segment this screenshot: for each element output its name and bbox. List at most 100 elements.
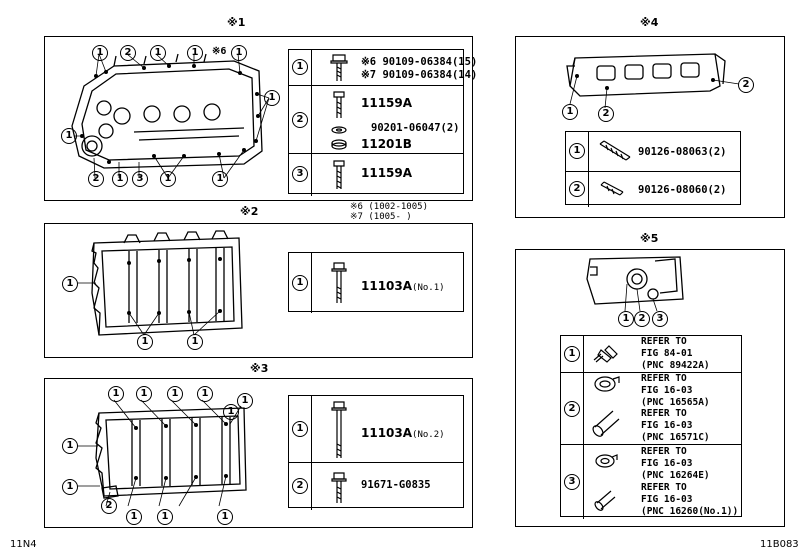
legend-row-1: 1 11103A(No.1) [289, 253, 463, 313]
parts-legend-panel5: 1 REFER TO FIG 84-01 (PNC 89422A) 2 REFE… [560, 335, 742, 519]
callout: 1 [167, 386, 183, 402]
callout: 1 [212, 171, 228, 187]
callout: 1 [126, 509, 142, 525]
callout: 2 [101, 498, 117, 514]
bolt-icon [331, 262, 347, 303]
reference-text: REFER TO FIG 16-03 (PNC 16264E) [641, 446, 710, 481]
panel5-title: ※5 [640, 232, 659, 245]
panel2-title: ※2 [240, 205, 259, 218]
part-number: ※7 90109-06384(14) [361, 69, 478, 81]
reference-text: REFER TO FIG 16-03 (PNC 16565A) [641, 373, 710, 408]
legend-number: 2 [292, 478, 308, 494]
callout: 1 [217, 509, 233, 525]
legend-number: 2 [292, 112, 308, 128]
legend-row-2: 2 11159A 90201-06047(2) 11201B [289, 85, 463, 154]
footer-right-code: 11B083 [760, 539, 799, 550]
model-note: ※7 (1005- ) [350, 212, 412, 222]
legend-number: 1 [564, 346, 580, 362]
callout: 1 [187, 45, 203, 61]
head-end-drawing [586, 256, 684, 312]
legend-row-3: 3 11159A [289, 153, 463, 196]
callout: 1 [137, 334, 153, 350]
part-suffix: (No.2) [412, 430, 445, 440]
panel-cylinder-head [44, 223, 473, 358]
part-number: 90201-06047(2) [371, 122, 460, 134]
callout: 1 [237, 393, 253, 409]
long-bolt-icon [331, 401, 347, 458]
callout: 1 [136, 386, 152, 402]
legend-row-1: 1 ※6 90109-06384(15) ※7 90109-06384(14) [289, 50, 477, 85]
part-number: 11159A [361, 96, 413, 110]
legend-row-3: 3 REFER TO FIG 16-03 (PNC 16264E) REFER … [561, 444, 741, 519]
legend-row-1: 1 90126-08063(2) [566, 132, 740, 171]
parts-legend-panel2: 1 11103A(No.1) [288, 252, 464, 313]
part-number: 90126-08060(2) [638, 184, 727, 196]
callout: 1 [62, 479, 78, 495]
bolt-icon [330, 54, 348, 81]
callout: 2 [598, 106, 614, 122]
callout: 3 [652, 311, 668, 327]
callout: 2 [738, 77, 754, 93]
bolt-icon [331, 472, 347, 503]
legend-row-1: 1 REFER TO FIG 84-01 (PNC 89422A) [561, 336, 741, 372]
cylinder-head-drawing [78, 230, 243, 336]
legend-number: 1 [292, 421, 308, 437]
callout: 1 [92, 45, 108, 61]
bolt-washer-nut-icon [331, 91, 347, 150]
legend-number: 1 [569, 143, 585, 159]
legend-number: 1 [292, 275, 308, 291]
stud-bolt-icon [599, 140, 631, 161]
parts-legend-panel1: 1 ※6 90109-06384(15) ※7 90109-06384(14) … [288, 49, 477, 196]
part-entry: 11103A(No.2) [361, 422, 445, 441]
model-note: ※6 (1002-1005) [350, 202, 428, 212]
legend-number: 2 [569, 181, 585, 197]
callout: 1 [264, 90, 280, 106]
callout: 2 [88, 171, 104, 187]
panel-cylinder-head-cover [44, 36, 473, 201]
callout: 1 [112, 171, 128, 187]
temperature-sensor-icon [593, 345, 618, 363]
legend-number: 3 [564, 474, 580, 490]
callout: 1 [61, 128, 77, 144]
callout: 3 [132, 171, 148, 187]
part-number: 11103A [361, 426, 413, 440]
manifold-drawing [566, 53, 740, 109]
part-number: 90126-08063(2) [638, 146, 727, 158]
callout: 1 [618, 311, 634, 327]
legend-row-2: 2 90126-08060(2) [566, 171, 740, 207]
parts-legend-panel4: 1 90126-08063(2) 2 90126-08060(2) [565, 131, 741, 207]
panel4-title: ※4 [640, 16, 659, 29]
legend-number: 2 [564, 401, 580, 417]
legend-number: 1 [292, 59, 308, 75]
legend-row-2: 2 91671-G0835 [289, 462, 463, 510]
callout: 1 [223, 404, 239, 420]
legend-row-1: 1 11103A(No.2) [289, 396, 463, 462]
panel-cylinder-head-bolts [44, 378, 473, 528]
part-number: 11103A [361, 279, 413, 293]
legend-row-2: 2 REFER TO FIG 16-03 (PNC 16565A) REFER … [561, 372, 741, 445]
stud-bolt-icon [600, 181, 624, 196]
parts-legend-panel3: 1 11103A(No.2) 2 91671-G0835 [288, 395, 464, 510]
part-number: 11159A [361, 166, 413, 180]
reference-text: REFER TO FIG 16-03 (PNC 16260(No.1)) [641, 482, 739, 517]
panel-sensors-plugs [515, 249, 785, 527]
clamp-hose-icon [592, 376, 620, 437]
bolt-icon [333, 160, 345, 189]
panel1-title: ※1 [227, 16, 246, 29]
part-number: 11201B [361, 137, 412, 151]
reference-text: REFER TO FIG 16-03 (PNC 16571C) [641, 408, 710, 443]
panel-manifold-studs [515, 36, 785, 218]
callout: 1 [197, 386, 213, 402]
clamp-hose-icon [594, 454, 618, 511]
reference-text: REFER TO FIG 84-01 (PNC 89422A) [641, 336, 710, 371]
callout: 1 [187, 334, 203, 350]
callout: 1 [160, 171, 176, 187]
callout: 1 [157, 509, 173, 525]
part-number: 91671-G0835 [361, 479, 431, 491]
part-number: ※6 90109-06384(15) [361, 56, 478, 68]
legend-number: 3 [292, 166, 308, 182]
callout: 2 [634, 311, 650, 327]
callout: 1 [62, 276, 78, 292]
callout: 1 [562, 104, 578, 120]
callout: 1 [62, 438, 78, 454]
